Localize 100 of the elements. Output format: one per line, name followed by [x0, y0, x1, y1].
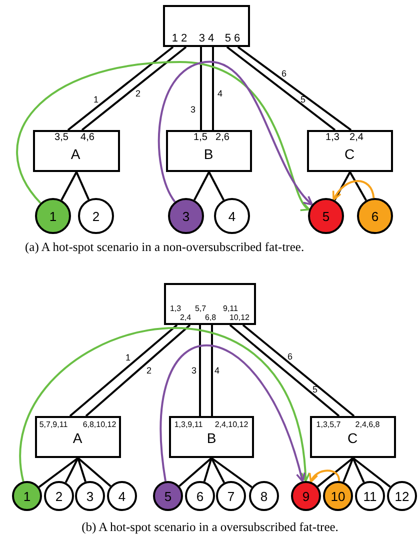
link-line — [349, 172, 367, 201]
edge-label: 6 — [288, 352, 292, 362]
link-line — [199, 325, 201, 416]
host-circle: 2 — [78, 198, 114, 234]
host-circle: 3 — [75, 481, 105, 511]
port-label: 6,8,10,12 — [82, 420, 116, 428]
port-label: 1,3 — [170, 304, 182, 312]
host-circle: 1 — [35, 198, 71, 234]
link-line — [242, 324, 355, 417]
host-circle: 4 — [214, 198, 250, 234]
host-circle: 2 — [44, 481, 74, 511]
link-line — [69, 324, 178, 417]
edge-label: 5 — [300, 96, 306, 104]
link-line — [229, 324, 340, 417]
host-circle: 1 — [12, 481, 42, 511]
host-circle: 10 — [323, 481, 353, 511]
host-circle: 12 — [387, 481, 417, 511]
flow-arrow — [16, 61, 310, 210]
switch-box — [169, 416, 254, 458]
link-line — [237, 46, 352, 131]
port-label: 2,4,6,8 — [355, 420, 380, 428]
flow-arrow — [20, 328, 310, 482]
link-line — [212, 47, 214, 130]
edge-label: 2 — [146, 366, 152, 376]
link-line — [60, 172, 78, 201]
link-line — [178, 457, 212, 487]
switch-label: C — [347, 430, 358, 444]
host-circle: 6 — [185, 481, 215, 511]
edge-label: 1 — [126, 354, 130, 362]
port-label: 1,3 — [326, 132, 340, 142]
switch-label: B — [206, 430, 216, 444]
port-label: 1,3,9,11 — [174, 420, 203, 428]
link-line — [352, 457, 391, 488]
link-line — [203, 458, 212, 482]
port-label: 1,3,5,7 — [316, 420, 341, 428]
switch-label: B — [204, 146, 214, 160]
port-label: 5,7 — [194, 304, 206, 312]
host-circle: 6 — [357, 198, 393, 234]
switch-box — [307, 130, 393, 172]
link-line — [200, 47, 202, 130]
link-line — [77, 458, 86, 482]
link-line — [334, 172, 351, 201]
link-line — [193, 172, 210, 201]
link-line — [210, 457, 252, 488]
port-label: 3,5 — [54, 132, 68, 142]
port-label: 1 2 — [172, 33, 188, 44]
switch-box — [166, 130, 252, 172]
host-circle: 7 — [216, 481, 246, 511]
figure-caption: (a) A hot-spot scenario in a non-oversubscribed fat-tree. — [25, 240, 306, 254]
switch-box — [35, 416, 121, 458]
port-label: 9,11 — [223, 304, 238, 312]
port-label: 4,6 — [80, 132, 94, 142]
edge-label: 5 — [312, 386, 318, 394]
link-line — [85, 324, 191, 417]
figure-caption: (b) A hot-spot scenario in a oversubscribed fat-tree. — [80, 520, 340, 534]
edge-label: 4 — [218, 90, 222, 98]
port-label: 2,4 — [350, 132, 364, 142]
flow-arrow — [332, 180, 375, 201]
link-line — [317, 457, 354, 488]
switch-box — [310, 416, 396, 458]
switch-box — [164, 283, 256, 325]
port-label: 2,4,10,12 — [214, 420, 248, 428]
flow-arrow — [160, 344, 306, 482]
host-circle: 4 — [107, 481, 137, 511]
port-label: 5,7,9,11 — [39, 420, 68, 428]
switch-label: A — [72, 430, 82, 444]
flow-arrow — [158, 61, 313, 206]
link-line — [76, 172, 90, 200]
link-line — [342, 458, 354, 482]
port-label: 2,4 — [180, 314, 192, 322]
edge-label: 3 — [192, 366, 196, 376]
port-label: 1,5 — [194, 132, 208, 142]
link-line — [211, 325, 213, 416]
link-line — [208, 172, 225, 201]
edge-label: 4 — [214, 366, 220, 376]
link-line — [352, 458, 365, 483]
host-circle: 9 — [291, 481, 321, 511]
port-label: 2,6 — [216, 132, 230, 142]
flow-arrow — [310, 470, 340, 483]
host-circle: 5 — [153, 481, 183, 511]
edge-label: 2 — [136, 90, 140, 98]
link-line — [67, 46, 174, 131]
edge-label: 1 — [94, 96, 98, 104]
host-circle: 5 — [308, 198, 344, 234]
port-label: 10,12 — [229, 314, 250, 322]
edge-label: 3 — [190, 106, 196, 114]
link-line — [81, 46, 187, 131]
port-label: 6,8 — [204, 314, 216, 322]
switch-label: A — [70, 146, 80, 160]
host-circle: 8 — [249, 481, 279, 511]
switch-box — [33, 130, 120, 172]
link-line — [38, 457, 79, 488]
link-line — [77, 457, 112, 487]
switch-label: C — [344, 146, 355, 160]
port-label: 5 6 — [224, 33, 240, 44]
host-circle: 3 — [168, 198, 204, 234]
link-line — [64, 458, 79, 484]
edge-label: 6 — [282, 70, 286, 78]
port-label: 3 4 — [198, 33, 214, 44]
switch-box — [163, 5, 250, 47]
